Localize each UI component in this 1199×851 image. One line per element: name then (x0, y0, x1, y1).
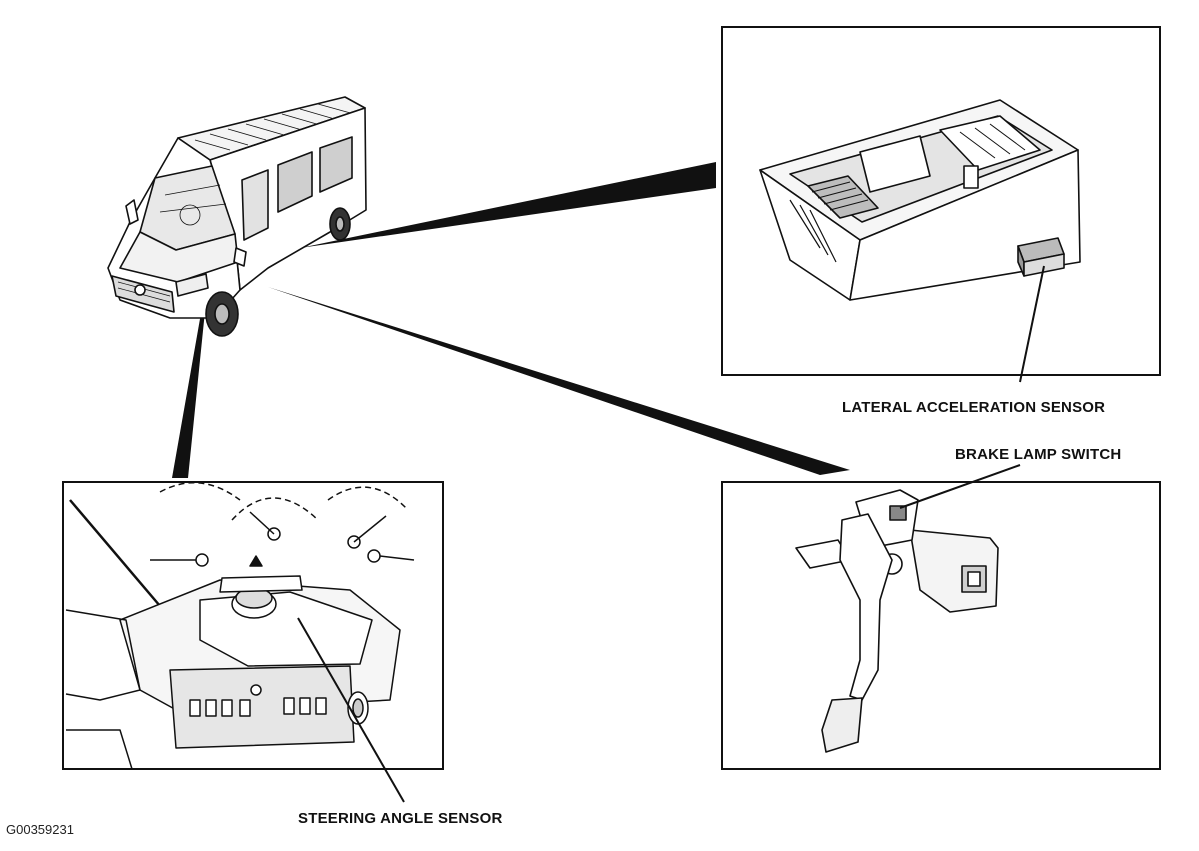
panel-brake-lamp-switch (721, 464, 1161, 770)
leader-steering-sensor (297, 617, 405, 803)
panel-lateral-acceleration (721, 26, 1161, 383)
panel-steering-angle-sensor (62, 481, 444, 803)
lateral-acceleration-sensor-label: LATERAL ACCELERATION SENSOR (842, 399, 1106, 416)
leader-brake-switch (899, 464, 1021, 509)
wedge-to-lateral-sensor (300, 162, 716, 248)
van-illustration (107, 96, 367, 337)
brake-lamp-switch-label: BRAKE LAMP SWITCH (955, 446, 1122, 463)
wedge-to-brake-switch (268, 287, 850, 475)
steering-angle-sensor-label: STEERING ANGLE SENSOR (298, 810, 503, 827)
figure-id: G00359231 (6, 822, 74, 837)
leader-lateral-sensor (1019, 265, 1045, 383)
